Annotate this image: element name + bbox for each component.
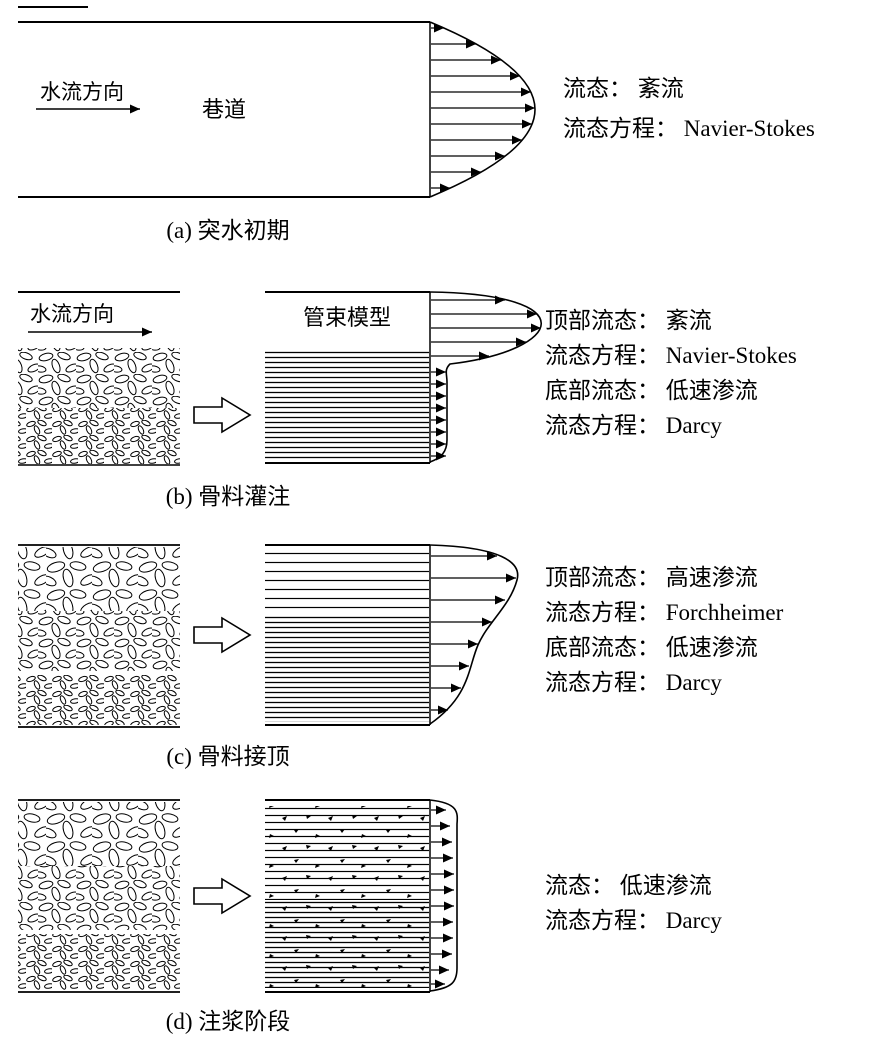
caption-b: (b) 骨料灌注 [166, 484, 291, 509]
aggregate-particles-c-top [18, 547, 180, 611]
panel-c: 顶部流态： 高速渗流 流态方程： Forchheimer 底部流态： 低速渗流 … [18, 544, 784, 769]
channel-label: 巷道 [202, 97, 246, 122]
caption-c: (c) 骨料接顶 [166, 744, 289, 769]
velocity-profile-curve-d [429, 799, 459, 992]
annotation-a-2: 流态方程： Navier-Stokes [563, 116, 815, 141]
annotation-d-2: 流态方程： Darcy [545, 908, 722, 933]
flow-direction-label-a: 水流方向 [40, 80, 124, 104]
panel-b: 水流方向 管束模型 顶部流态： 紊流 [18, 291, 797, 509]
panel-d: 流态： 低速渗流 流态方程： Darcy (d) 注浆阶段 [18, 799, 722, 1034]
panel-a: 水流方向 巷道 流态： 紊流 流态方程： Navier-Stokes (a) 突… [18, 6, 815, 243]
annotation-b-3: 底部流态： 低速渗流 [545, 378, 758, 403]
aggregate-particles-b-lower [18, 408, 180, 464]
velocity-arrows-b [431, 295, 541, 461]
annotation-c-3: 底部流态： 低速渗流 [545, 635, 758, 660]
caption-d: (d) 注浆阶段 [166, 1009, 291, 1034]
aggregate-particles-c-middle [18, 611, 180, 671]
tube-bundle-lines-b [265, 350, 429, 460]
annotation-b-2: 流态方程： Navier-Stokes [545, 343, 797, 368]
velocity-arrows-c [431, 551, 516, 715]
transform-arrow-b [193, 396, 252, 434]
annotation-b-1: 顶部流态： 紊流 [545, 308, 712, 333]
flow-direction-label-b: 水流方向 [30, 302, 114, 326]
model-label-b: 管束模型 [303, 305, 391, 330]
annotation-c-1: 顶部流态： 高速渗流 [545, 565, 758, 590]
aggregate-particles-b-upper [18, 348, 180, 408]
aggregate-particles-d-middle [18, 866, 180, 930]
annotation-a-1: 流态： 紊流 [563, 76, 684, 101]
velocity-profile-curve-b [429, 291, 542, 463]
transform-arrow-c [193, 616, 252, 654]
velocity-profile-curve-a [429, 21, 536, 198]
aggregate-particles-d-bottom [18, 934, 180, 990]
grout-specks-d [265, 806, 429, 988]
velocity-arrows-d [431, 805, 454, 989]
annotation-c-2: 流态方程： Forchheimer [545, 600, 784, 625]
tube-bundle-lines-c-dense [265, 614, 429, 722]
velocity-arrows-a [431, 23, 535, 193]
velocity-profile-curve-c [429, 544, 519, 725]
caption-a: (a) 突水初期 [166, 218, 289, 243]
aggregate-particles-d-top [18, 802, 180, 866]
transform-arrow-d [193, 877, 252, 915]
annotation-c-4: 流态方程： Darcy [545, 670, 722, 695]
annotation-b-4: 流态方程： Darcy [545, 413, 722, 438]
tube-bundle-lines-c-sparse [265, 552, 429, 610]
aggregate-particles-c-bottom [18, 675, 180, 725]
annotation-d-1: 流态： 低速渗流 [545, 873, 712, 898]
